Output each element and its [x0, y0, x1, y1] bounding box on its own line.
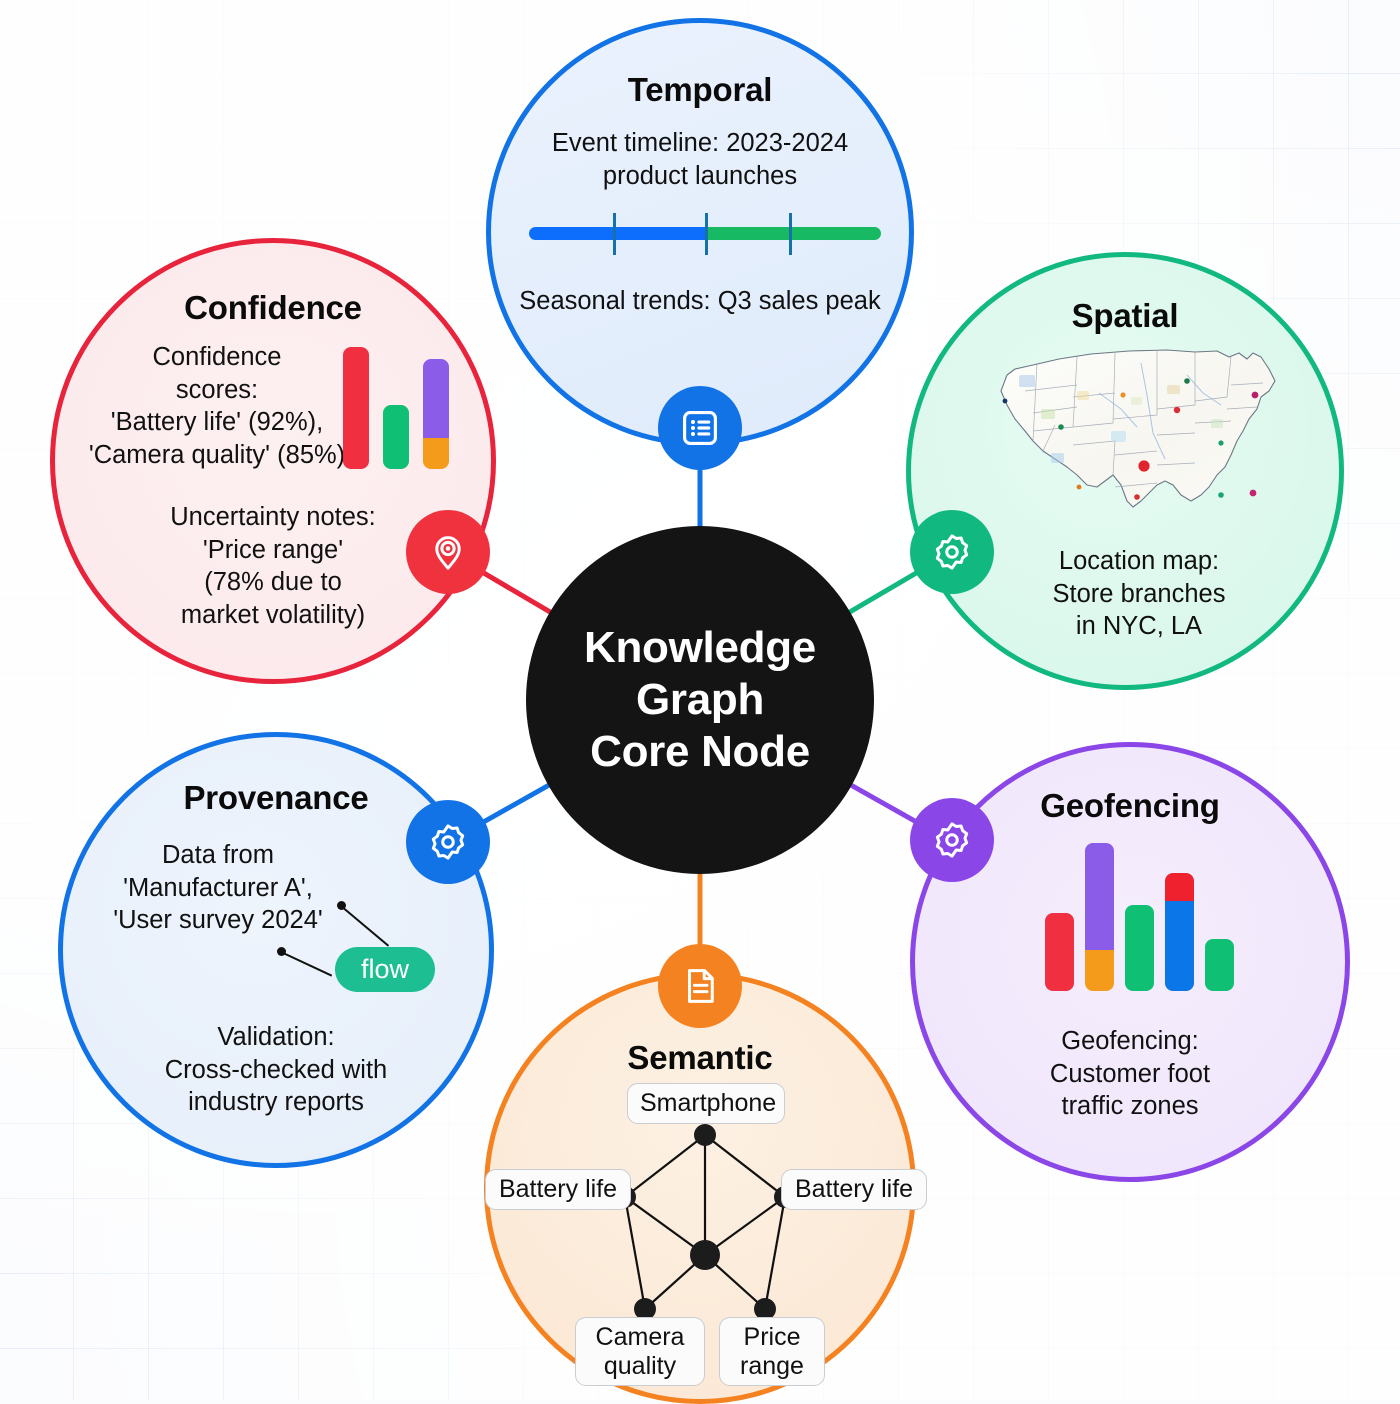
provenance-flow-group: flow: [277, 895, 493, 1015]
list-icon: [683, 411, 717, 445]
timeline-segment-2023: [529, 227, 705, 240]
semantic-node-camera: [634, 1298, 656, 1320]
node-provenance-text-bottom: Validation: Cross-checked with industry …: [164, 1023, 388, 1117]
node-confidence-text-top: Confidence scores: 'Battery life' (92%),…: [88, 343, 346, 469]
node-temporal-text-top: Event timeline: 2023-2024 product launch…: [551, 129, 849, 190]
node-semantic-title: Semantic: [627, 1039, 773, 1076]
node-confidence-title: Confidence: [184, 289, 362, 326]
node-temporal[interactable]: Temporal Event timeline: 2023-2024 produ…: [486, 18, 914, 446]
flow-connector-line-2: [280, 951, 333, 977]
geofencing-bar-3: [1125, 905, 1154, 991]
badge-semantic[interactable]: [658, 944, 742, 1028]
semantic-chip-camera[interactable]: Camera quality: [575, 1317, 705, 1386]
semantic-node-price: [754, 1298, 776, 1320]
badge-geofencing[interactable]: [910, 798, 994, 882]
node-confidence[interactable]: Confidence Confidence scores: 'Battery l…: [50, 238, 496, 684]
document-icon: [688, 969, 714, 1003]
geofencing-bar-4-seg-1: [1165, 873, 1194, 902]
geofencing-bar-3-seg-1: [1125, 905, 1154, 991]
node-temporal-text-bottom: Seasonal trends: Q3 sales peak: [519, 287, 881, 315]
semantic-chip-battery-left[interactable]: Battery life: [485, 1169, 631, 1210]
node-provenance[interactable]: Provenance Data from 'Manufacturer A', '…: [58, 732, 494, 1168]
confidence-bar-3-seg-2: [423, 438, 449, 469]
geofencing-bar-5-seg-1: [1205, 939, 1234, 991]
geofencing-bar-4: [1165, 873, 1194, 991]
geofencing-bar-2-seg-2: [1085, 949, 1114, 991]
flow-pill[interactable]: flow: [335, 947, 436, 992]
timeline-tick-3: [789, 213, 793, 255]
flow-connector-line-1: [340, 905, 390, 947]
node-geofencing-title: Geofencing: [1040, 787, 1220, 824]
semantic-graph: Smartphone Battery life Battery life Cam…: [485, 1083, 927, 1386]
semantic-chip-smartphone[interactable]: Smartphone: [627, 1083, 785, 1124]
us-map-svg: [1000, 349, 1276, 508]
confidence-bar-1-seg-1: [343, 347, 369, 469]
badge-provenance[interactable]: [406, 800, 490, 884]
geofencing-bar-2: [1085, 843, 1114, 991]
geofencing-bar-1: [1045, 913, 1074, 991]
semantic-graph-edges: [614, 1124, 796, 1320]
semantic-chip-price[interactable]: Price range: [719, 1317, 825, 1386]
spatial-us-map: [981, 335, 1281, 531]
node-confidence-text-bottom: Uncertainty notes: 'Price range' (78% du…: [170, 503, 376, 629]
node-spatial-title: Spatial: [1071, 297, 1179, 334]
node-geofencing-text-bottom: Geofencing: Customer foot traffic zones: [1049, 1027, 1211, 1121]
geofencing-bar-5: [1205, 939, 1234, 991]
confidence-bar-2-seg-1: [383, 405, 409, 469]
geofencing-bar-2-seg-1: [1085, 843, 1114, 950]
geofencing-bars-chart: [1037, 843, 1234, 991]
core-node[interactable]: Knowledge Graph Core Node: [526, 526, 874, 874]
node-provenance-text-top: Data from 'Manufacturer A', 'User survey…: [113, 841, 323, 935]
node-spatial-text-bottom: Location map: Store branches in NYC, LA: [1052, 547, 1226, 641]
timeline-tick-1: [613, 213, 617, 255]
badge-confidence[interactable]: [406, 510, 490, 594]
timeline-segment-2024: [705, 227, 881, 240]
gear-icon: [935, 822, 969, 858]
node-temporal-title: Temporal: [627, 71, 773, 108]
gear-icon: [431, 824, 465, 860]
geofencing-bar-4-seg-2: [1165, 901, 1194, 991]
geofencing-bar-1-seg-1: [1045, 913, 1074, 991]
node-provenance-title: Provenance: [183, 779, 369, 816]
badge-spatial[interactable]: [910, 510, 994, 594]
badge-temporal[interactable]: [658, 386, 742, 470]
location-pin-icon: [435, 536, 461, 570]
confidence-bar-2: [383, 405, 409, 469]
core-node-label: Knowledge Graph Core Node: [584, 623, 816, 776]
confidence-bar-1: [343, 347, 369, 469]
semantic-chip-battery-right[interactable]: Battery life: [781, 1169, 927, 1210]
semantic-node-smartphone: [694, 1124, 716, 1146]
confidence-bars-chart: [343, 347, 453, 469]
node-semantic[interactable]: Semantic: [484, 972, 927, 1404]
timeline-tick-2: [705, 213, 708, 255]
gear-icon: [935, 534, 969, 570]
confidence-bar-3-seg-1: [423, 359, 449, 439]
temporal-timeline-chart: [529, 213, 881, 255]
semantic-node-hub: [690, 1240, 720, 1270]
confidence-bar-3: [423, 359, 449, 469]
node-spatial[interactable]: Spatial: [906, 252, 1344, 690]
